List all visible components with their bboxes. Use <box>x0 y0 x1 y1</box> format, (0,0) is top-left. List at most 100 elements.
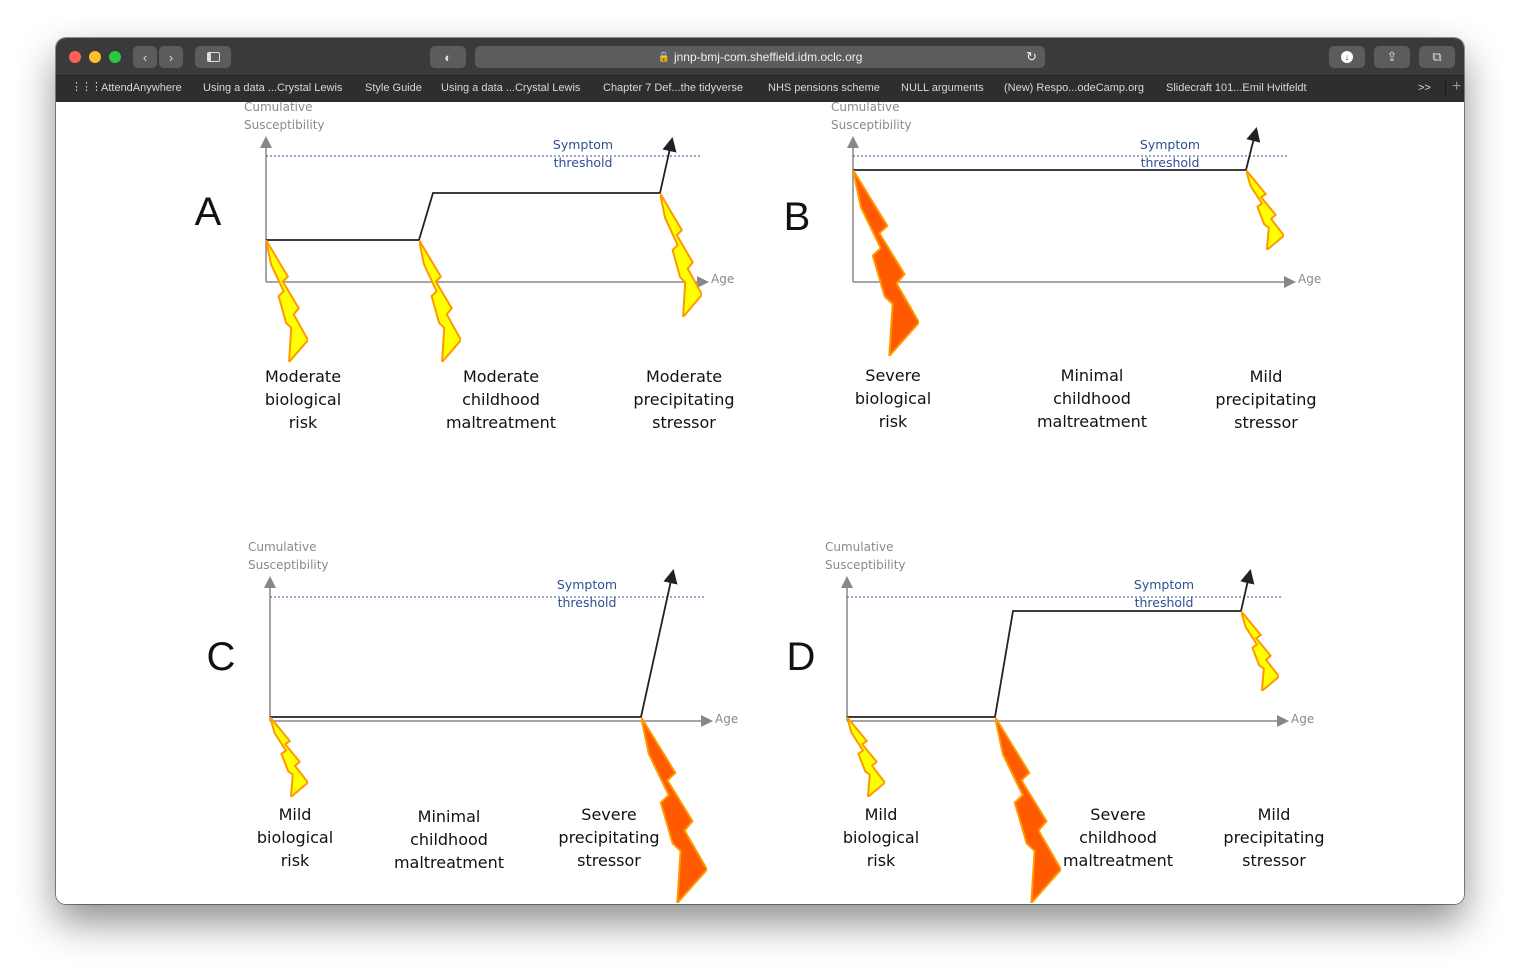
more-bookmarks-button[interactable]: >> <box>1418 82 1431 94</box>
share-button[interactable]: ⇪ <box>1374 46 1410 68</box>
factor-label: Severe <box>1090 805 1145 824</box>
factor-label: Moderate <box>646 367 722 386</box>
moderate-bolt-icon <box>266 240 308 362</box>
chevron-left-icon: ‹ <box>142 49 148 65</box>
factor-label: maltreatment <box>446 413 556 432</box>
bookmark[interactable]: AttendAnywhere <box>101 82 182 94</box>
threshold-label: Symptom <box>1134 577 1194 592</box>
factor-label: biological <box>843 828 919 847</box>
factor-label: childhood <box>1053 389 1131 408</box>
factor-label: childhood <box>462 390 540 409</box>
address-bar[interactable]: 🔒 jnnp-bmj-com.sheffield.idm.oclc.org ↻ <box>475 46 1045 68</box>
susceptibility-line <box>266 136 677 241</box>
download-icon: ↓ <box>1341 51 1353 63</box>
y-axis-label: Cumulative <box>244 100 313 114</box>
bookmark[interactable]: Slidecraft 101...Emil Hvitfeldt <box>1166 82 1307 94</box>
severe-bolt-icon <box>995 717 1061 903</box>
moderate-bolt-icon <box>660 193 702 317</box>
severe-bolt-icon <box>641 717 707 903</box>
lock-icon: 🔒 <box>657 51 670 63</box>
mild-bolt-icon <box>847 717 885 797</box>
panel-letter: A <box>195 190 222 234</box>
y-axis-label: Cumulative <box>825 540 894 554</box>
downloads-button[interactable]: ↓ <box>1329 46 1365 68</box>
forward-button[interactable]: › <box>159 46 183 68</box>
panel-letter: C <box>207 635 236 679</box>
mild-bolt-icon <box>1241 611 1279 691</box>
factor-label: biological <box>855 389 931 408</box>
factor-label: stressor <box>1242 851 1306 870</box>
factor-label: Moderate <box>463 367 539 386</box>
y-axis-label: Susceptibility <box>831 118 912 132</box>
factor-label: stressor <box>577 851 641 870</box>
panel-c: C Cumulative Susceptibility Age Symptom … <box>207 540 738 903</box>
factor-label: Minimal <box>418 807 481 826</box>
factor-label: risk <box>289 413 318 432</box>
grid-icon[interactable]: ⋮⋮⋮ <box>71 81 102 93</box>
tabs-overview-button[interactable]: ⧉ <box>1419 46 1455 68</box>
mild-bolt-icon <box>1246 170 1284 250</box>
factor-label: stressor <box>1234 413 1298 432</box>
moderate-bolt-icon <box>419 240 461 362</box>
factor-label: Mild <box>279 805 312 824</box>
factor-label: stressor <box>652 413 716 432</box>
x-axis-label: Age <box>711 272 734 286</box>
x-axis-label: Age <box>1298 272 1321 286</box>
threshold-label: threshold <box>1135 595 1194 610</box>
threshold-label: threshold <box>558 595 617 610</box>
zoom-window-button[interactable] <box>109 51 121 63</box>
threshold-label: threshold <box>1141 155 1200 170</box>
panel-letter: B <box>784 195 811 239</box>
factor-label: precipitating <box>1215 390 1316 409</box>
bookmark[interactable]: Using a data ...Crystal Lewis <box>441 82 581 94</box>
threshold-label: Symptom <box>1140 137 1200 152</box>
bookmark[interactable]: Chapter 7 Def...the tidyverse <box>603 82 744 94</box>
panel-b: B Cumulative Susceptibility Age Symptom … <box>784 100 1322 432</box>
sidebar-icon <box>206 52 220 62</box>
factor-label: maltreatment <box>394 853 504 872</box>
factor-label: Mild <box>1258 805 1291 824</box>
factor-label: precipitating <box>633 390 734 409</box>
shield-icon: ◐ <box>444 49 452 65</box>
bookmark[interactable]: Using a data ...Crystal Lewis <box>203 82 343 94</box>
bookmark[interactable]: (New) Respo...odeCamp.org <box>1004 82 1145 94</box>
toolbar: ‹ › ◐ 🔒 jnnp-bmj-com.sheffield.idm.oclc.… <box>56 38 1464 75</box>
back-button[interactable]: ‹ <box>133 46 157 68</box>
factor-label: risk <box>867 851 896 870</box>
factor-label: Mild <box>1250 367 1283 386</box>
url-text: jnnp-bmj-com.sheffield.idm.oclc.org <box>673 50 863 64</box>
threshold-label: Symptom <box>553 137 613 152</box>
bookmark[interactable]: Style Guide <box>365 82 422 94</box>
factor-label: biological <box>265 390 341 409</box>
severe-bolt-icon <box>853 170 919 356</box>
x-axis-label: Age <box>715 712 738 726</box>
factor-label: childhood <box>1079 828 1157 847</box>
tabs-icon: ⧉ <box>1432 49 1442 64</box>
factor-label: risk <box>879 412 908 431</box>
y-axis-label: Susceptibility <box>248 558 329 572</box>
mild-bolt-icon <box>270 717 308 797</box>
panel-letter: D <box>787 635 816 679</box>
bookmark[interactable]: NHS pensions scheme <box>768 82 880 94</box>
y-axis-label: Cumulative <box>831 100 900 114</box>
panel-a: A Cumulative Susceptibility Age Symptom … <box>195 100 735 432</box>
share-icon: ⇪ <box>1386 49 1398 64</box>
new-tab-button[interactable]: + <box>1445 78 1461 96</box>
factor-label: Severe <box>581 805 636 824</box>
privacy-shield-button[interactable]: ◐ <box>430 46 466 68</box>
x-axis-label: Age <box>1291 712 1314 726</box>
y-axis-label: Susceptibility <box>244 118 325 132</box>
browser-window: ‹ › ◐ 🔒 jnnp-bmj-com.sheffield.idm.oclc.… <box>56 38 1464 904</box>
factor-label: precipitating <box>558 828 659 847</box>
close-window-button[interactable] <box>69 51 81 63</box>
factor-label: Mild <box>865 805 898 824</box>
factor-label: maltreatment <box>1063 851 1173 870</box>
bookmark[interactable]: NULL arguments <box>901 82 984 94</box>
minimize-window-button[interactable] <box>89 51 101 63</box>
factor-label: precipitating <box>1223 828 1324 847</box>
bookmarks-bar: ⋮⋮⋮ AttendAnywhere Using a data ...Cryst… <box>56 75 1464 103</box>
sidebar-button[interactable] <box>195 46 231 68</box>
panel-d: D Cumulative Susceptibility Age Symptom … <box>787 540 1325 903</box>
reload-icon[interactable]: ↻ <box>1026 49 1037 64</box>
